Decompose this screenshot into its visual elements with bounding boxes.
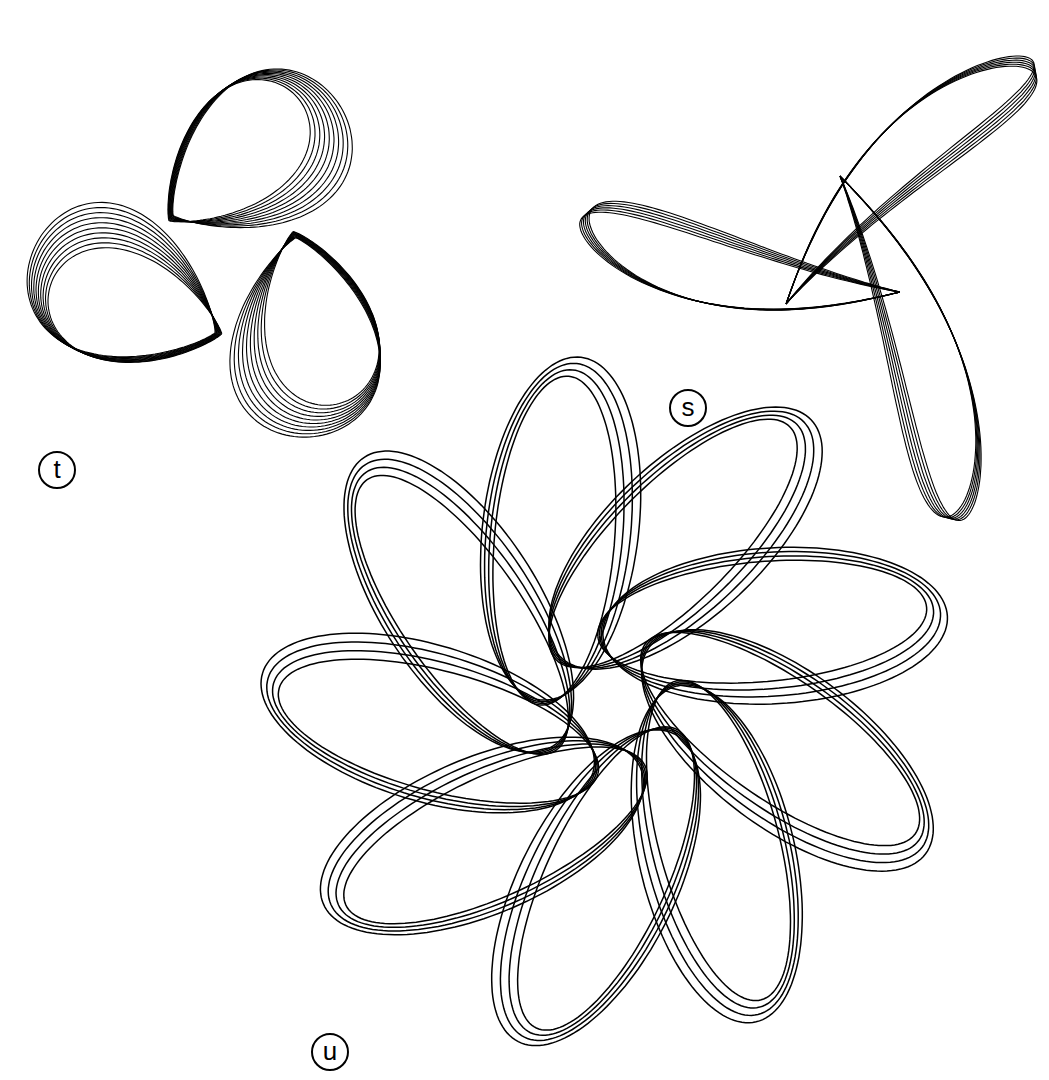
curve-line — [261, 633, 594, 813]
curve-line — [840, 176, 976, 517]
curve-line — [840, 176, 977, 518]
curve-line — [41, 233, 220, 361]
curve-line — [631, 685, 802, 1023]
curve-line — [173, 69, 352, 228]
curve-line — [36, 223, 218, 360]
curve-line — [786, 64, 1036, 304]
curve-line — [34, 218, 217, 359]
curve-line — [265, 232, 380, 406]
curve-line — [641, 632, 924, 855]
curve-line — [603, 547, 948, 704]
curve-line — [637, 683, 799, 1015]
curve-line — [344, 747, 647, 924]
curve-line — [485, 363, 633, 701]
figure-t — [27, 69, 380, 437]
curve-line — [601, 552, 940, 697]
callout-circle: t — [38, 451, 76, 489]
curve-line — [172, 70, 348, 226]
curve-line — [27, 202, 215, 356]
callout-letter: u — [323, 1038, 337, 1064]
curve-line — [261, 232, 379, 409]
curve-line — [238, 236, 380, 430]
curve-line — [840, 176, 981, 521]
curve-line — [273, 651, 597, 807]
curve-line — [348, 459, 572, 753]
curve-line — [172, 71, 344, 225]
curve-line — [336, 744, 646, 927]
callout-letter: t — [53, 456, 60, 482]
curve-line — [786, 62, 1036, 304]
curve-line — [230, 238, 380, 437]
curve-line — [584, 208, 901, 310]
callout-circle: u — [311, 1033, 349, 1071]
curve-line — [32, 213, 217, 359]
figure-u — [261, 357, 947, 1046]
curve-line — [642, 631, 929, 863]
curve-line — [267, 642, 596, 810]
curve-line — [171, 72, 339, 224]
curve-line — [250, 234, 380, 420]
curve-line — [243, 236, 381, 427]
curve-line — [170, 76, 325, 222]
curve-line — [29, 208, 216, 358]
curve-line — [234, 237, 380, 434]
callout-letter: s — [682, 394, 695, 420]
curve-line — [278, 659, 598, 803]
curve-line — [38, 228, 218, 361]
curve-line — [549, 415, 806, 668]
curve-line — [587, 203, 900, 310]
curve-line — [840, 176, 979, 519]
curve-line — [582, 210, 900, 309]
curve-line — [580, 212, 900, 309]
curve-line — [600, 556, 934, 690]
curve-line — [352, 467, 570, 753]
curve-line — [786, 66, 1037, 304]
callout-circle: s — [669, 389, 707, 427]
curve-line — [840, 176, 978, 519]
curve-line — [169, 78, 316, 221]
curve-line — [840, 176, 980, 520]
curve-line — [247, 235, 381, 424]
figure-s — [580, 56, 1037, 521]
curve-line — [171, 73, 334, 223]
curve-line — [585, 206, 900, 310]
curve-line — [344, 451, 574, 752]
